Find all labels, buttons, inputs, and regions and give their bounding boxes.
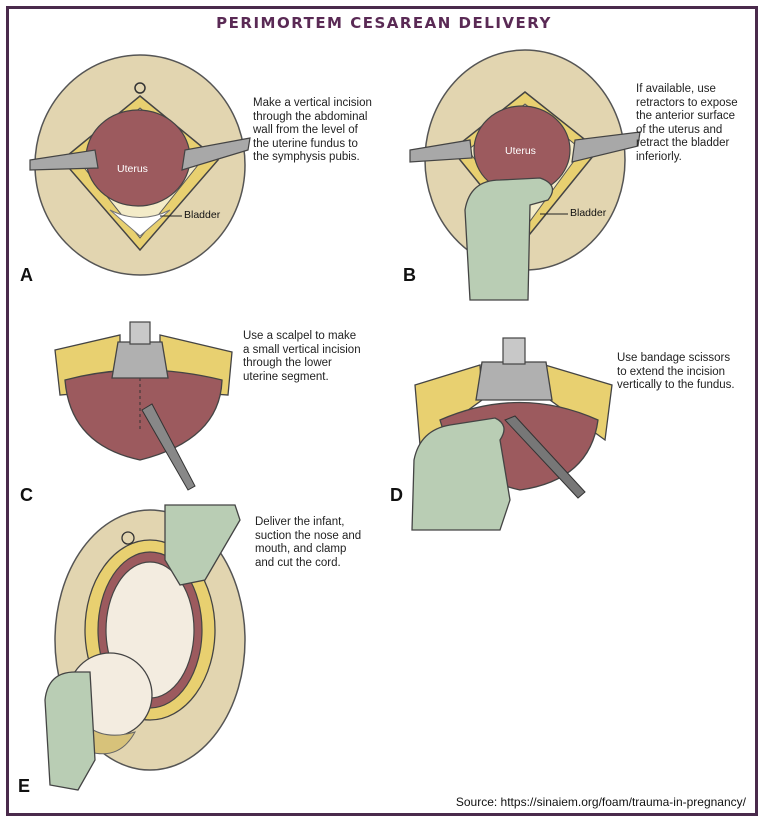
panel-b-caption: If available, use retractors to expose t… [636,83,738,163]
scalpel [141,403,196,491]
panel-b-bladder-label: Bladder [570,207,607,219]
bladder-retractor [111,341,169,379]
right-retractor [181,137,251,171]
panel-a-bladder-label: Bladder [184,209,221,221]
umbilicus-icon [134,82,146,94]
source-citation: Source: https://sinaiem.org/foam/trauma-… [455,795,746,809]
panel-b-uterus-label: Uterus [505,145,536,157]
panel-a-letter: A [20,265,33,285]
bandage-scissors [504,415,586,499]
panel-c-letter: C [20,485,33,505]
panel-b-illustration [409,49,641,301]
panel-e-letter: E [18,776,31,796]
gloved-hand [464,177,554,301]
panel-d-letter: D [390,485,403,505]
bladder-shape [109,209,171,237]
panel-e-illustration [44,504,246,791]
panel-d-caption: Use bandage scissors to extend the incis… [617,352,735,391]
panel-a-caption: Make a vertical incision through the abd… [253,97,372,163]
panel-d-illustration [411,337,613,531]
panel-a-illustration [29,54,251,276]
figure-title: PERIMORTEM CESAREAN DELIVERY [216,14,552,32]
panel-e-caption: Deliver the infant, suction the nose and… [255,516,362,569]
uterus-shape [85,109,191,207]
panel-a-uterus-label: Uterus [117,163,148,175]
panel-b-letter: B [403,265,416,285]
left-retractor [29,149,99,171]
panel-c-caption: Use a scalpel to make a small vertical i… [243,330,361,383]
panel-c-illustration [54,321,233,491]
